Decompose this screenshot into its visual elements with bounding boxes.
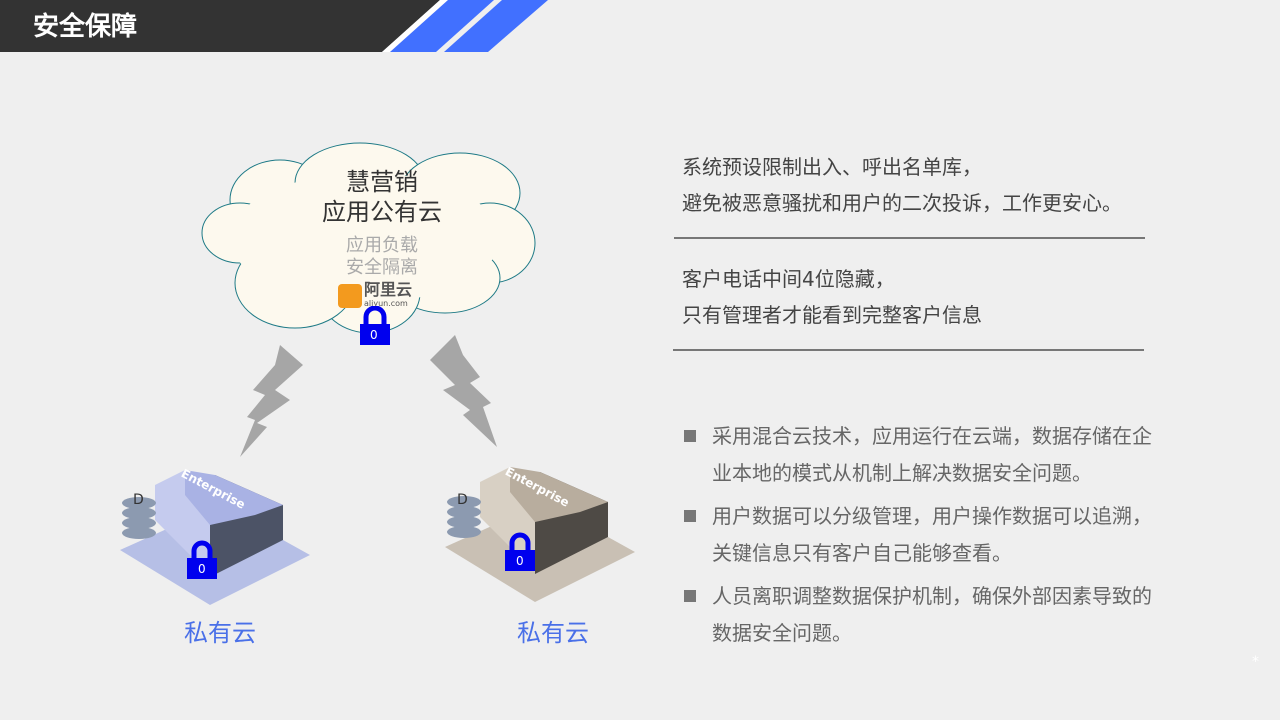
square-bullet-icon: [684, 510, 696, 522]
divider: [673, 349, 1144, 351]
database-icon-label: D: [133, 492, 144, 508]
feature-block-1: 系统预设限制出入、呼出名单库， 避免被恶意骚扰和用户的二次投诉，工作更安心。: [682, 149, 1122, 221]
lock-icon: [505, 532, 535, 571]
lock-icon: [360, 306, 390, 345]
feature-line: 系统预设限制出入、呼出名单库，: [682, 155, 982, 179]
cloud-subtitle: 应用公有云: [322, 198, 442, 226]
footer-mark: *: [1252, 654, 1259, 670]
bullet-item: 采用混合云技术，应用运行在云端，数据存储在企业本地的模式从机制上解决数据安全问题…: [684, 418, 1154, 492]
aliyun-logo-icon: [338, 284, 362, 308]
square-bullet-icon: [684, 590, 696, 602]
divider: [674, 237, 1145, 239]
bullet-item: 人员离职调整数据保护机制，确保外部因素导致的数据安全问题。: [684, 578, 1154, 652]
page-title: 安全保障: [33, 12, 138, 42]
private-cloud-label-left: 私有云: [184, 619, 256, 647]
cloud-shape: [201, 142, 536, 334]
bullet-item: 用户数据可以分级管理，用户操作数据可以追溯，关键信息只有客户自己能够查看。: [684, 498, 1154, 572]
aliyun-logo-domain: aliyun.com: [364, 299, 408, 308]
private-cloud-building-left: [120, 470, 310, 605]
lightning-right-icon: [430, 335, 497, 447]
lock-label: 0: [516, 554, 524, 568]
lock-label: 0: [370, 328, 378, 342]
private-cloud-building-right: [445, 467, 635, 602]
cloud-note-1: 应用负载: [346, 235, 418, 256]
bullet-text: 用户数据可以分级管理，用户操作数据可以追溯，关键信息只有客户自己能够查看。: [712, 504, 1152, 565]
feature-line: 客户电话中间4位隐藏，: [682, 267, 895, 291]
private-cloud-label-right: 私有云: [517, 619, 589, 647]
lock-label: 0: [198, 562, 206, 576]
cloud-name: 慧营销: [346, 168, 418, 196]
cloud-note-2: 安全隔离: [346, 257, 418, 278]
bullet-list: 采用混合云技术，应用运行在云端，数据存储在企业本地的模式从机制上解决数据安全问题…: [684, 418, 1154, 658]
feature-block-2: 客户电话中间4位隐藏， 只有管理者才能看到完整客户信息: [682, 261, 982, 333]
aliyun-logo-text: 阿里云: [364, 280, 413, 299]
database-icon-label: D: [457, 492, 468, 508]
bullet-text: 采用混合云技术，应用运行在云端，数据存储在企业本地的模式从机制上解决数据安全问题…: [712, 424, 1152, 485]
square-bullet-icon: [684, 430, 696, 442]
bullet-text: 人员离职调整数据保护机制，确保外部因素导致的数据安全问题。: [712, 584, 1152, 645]
lock-icon: [187, 540, 217, 579]
feature-line: 只有管理者才能看到完整客户信息: [682, 303, 982, 327]
lightning-left-icon: [240, 345, 303, 457]
header-bar: [0, 0, 548, 52]
feature-line: 避免被恶意骚扰和用户的二次投诉，工作更安心。: [682, 191, 1122, 215]
